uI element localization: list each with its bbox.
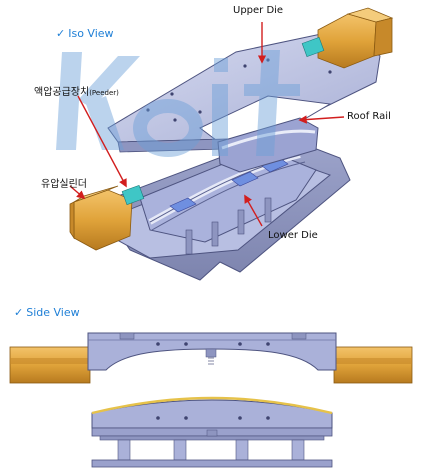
label-feeder-main: 액압공급장치 — [34, 87, 90, 98]
iso-cylinder-left — [69, 184, 145, 251]
side-lower-die — [91, 396, 333, 468]
iso-cylinder-right — [301, 7, 394, 69]
label-feeder: 액압공급장치(Peeder) — [34, 83, 119, 98]
iso-view-title: ✓Iso View — [56, 27, 114, 40]
iso-upper-die — [107, 29, 381, 173]
label-roof-rail: Roof Rail — [347, 111, 391, 122]
keit-watermark — [56, 50, 300, 157]
side-upper-die — [9, 332, 413, 384]
label-cylinder: 유압실린더 — [41, 179, 87, 190]
label-upper-die: Upper Die — [233, 5, 284, 16]
check-icon: ✓ — [14, 306, 24, 319]
label-feeder-sub: (Peeder) — [89, 89, 119, 97]
side-view-title: ✓Side View — [14, 306, 80, 319]
check-icon: ✓ — [56, 27, 66, 40]
pointer-arrows — [69, 22, 345, 227]
iso-view-title-text: Iso View — [68, 27, 114, 40]
label-lower-die: Lower Die — [268, 230, 318, 241]
side-view-title-text: Side View — [26, 306, 80, 319]
